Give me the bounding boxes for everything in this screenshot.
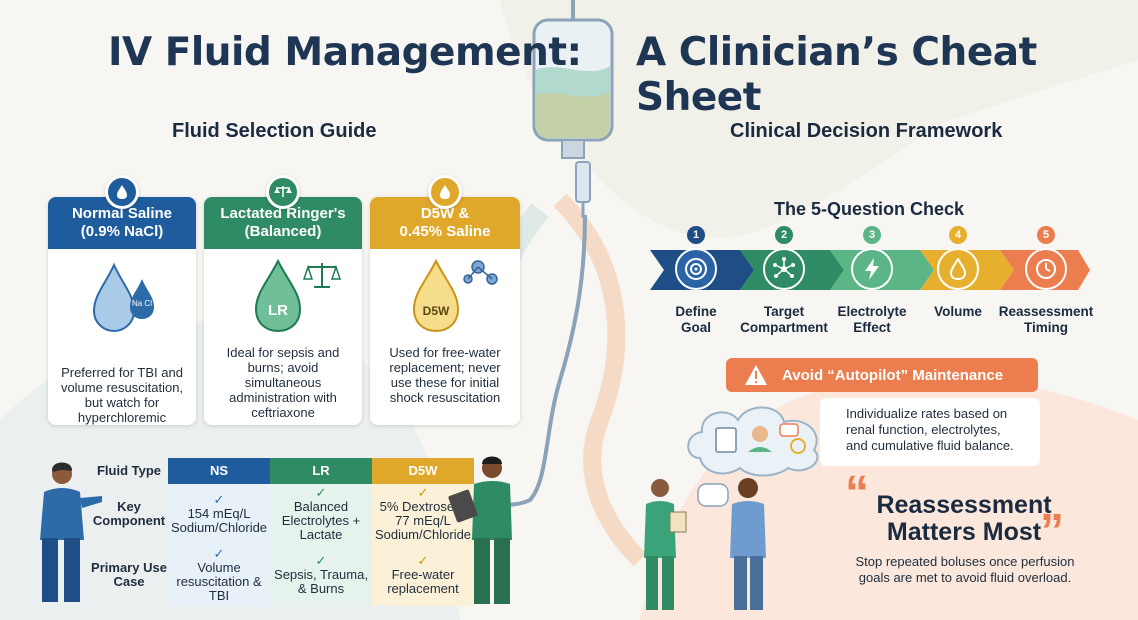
card-description: Ideal for sepsis and burns; avoid simult… [226,345,340,420]
page-title-left: IV Fluid Management: [108,30,582,75]
fluid-guide-heading: Fluid Selection Guide [172,120,377,142]
framework-heading: Clinical Decision Framework [730,120,1003,142]
warning-title: Avoid “Autopilot” Maintenance [782,366,1004,384]
row-label: Primary Use Case [91,560,167,589]
warning-banner: Avoid “Autopilot” Maintenance [726,358,1038,392]
table-cell: ✓Balanced Electrolytes + Lactate [270,484,372,544]
reassess-quote-close: ” [1040,505,1064,558]
step-label: Target Compartment [740,304,828,335]
col-header-lr: LR [270,458,372,484]
table-cell: ✓154 mEq/L Sodium/Chloride [168,484,270,544]
thought-cloud-illustration [687,406,819,477]
check-icon: ✓ [315,553,327,568]
target-icon [675,248,717,290]
card-title: D5W & [420,205,470,222]
step-target-compartment: 2 Target Compartment [740,226,828,336]
fluid-type-table: Fluid Type NS LR D5W Key Component ✓154 … [90,458,474,606]
warning-icon [745,365,767,385]
check-icon: ✓ [417,553,429,568]
step-label: Reassessment Timing [998,304,1094,335]
page-title-right: A Clinician’s Cheat Sheet [636,30,1037,120]
card-d5w: D5W & 0.45% Saline D5W Used for free-wat… [370,175,520,425]
reassess-quote-open: “ [845,467,869,520]
d5w-drop-icon: D5W [412,258,498,333]
iv-bag-illustration [532,0,614,218]
check-title: The 5-Question Check [774,199,965,219]
card-subtitle: (0.9% NaCl) [80,223,164,240]
step-label: Volume [934,304,982,319]
clock-icon [1025,248,1067,290]
table-row: Primary Use Case ✓Volume resuscitation &… [90,544,474,606]
table-header-row: Fluid Type NS LR D5W [90,458,474,484]
col-header-d5w: D5W [372,458,474,484]
step-number: 5 [1037,226,1055,244]
card-description: Preferred for TBI and volume resuscitati… [60,365,184,425]
drop-icon [428,175,462,209]
clinicians-consult-illustration [644,478,766,610]
drop-label: Na Cl [132,299,152,308]
card-lactated-ringers: Lactated Ringer's (Balanced) LR Ideal fo… [204,175,362,425]
molecule-icon [763,248,805,290]
step-number: 2 [775,226,793,244]
table-cell: ✓Volume resuscitation & TBI [168,544,270,606]
card-subtitle: 0.45% Saline [399,223,491,240]
drop-label: D5W [423,304,450,318]
drop-label: LR [268,302,288,319]
step-label: Define Goal [675,304,717,335]
drop-icon [937,248,979,290]
saline-drop-icon: Na Cl [92,262,154,333]
step-number: 1 [687,226,705,244]
step-label: Electrolyte Effect [837,304,907,335]
check-icon: ✓ [417,485,429,500]
check-icon: ✓ [213,546,225,561]
step-reassessment-timing: 5 Reassessment Timing [999,226,1093,336]
clinician-clipboard-illustration [448,456,512,604]
reassess-title: Reassessment Matters Most [876,491,1052,546]
card-normal-saline: Normal Saline (0.9% NaCl) Na Cl Preferre… [48,175,196,425]
check-icon: ✓ [213,492,225,507]
step-number: 3 [863,226,881,244]
lightning-icon [851,248,893,290]
clinician-left-illustration [40,462,102,602]
table-cell: ✓Free-water replacement [372,544,474,606]
card-description: Used for free-water replacement; never u… [389,345,501,405]
table-row: Key Component ✓154 mEq/L Sodium/Chloride… [90,484,474,544]
card-title: Lactated Ringer's [220,205,346,222]
lr-drop-icon: LR [254,258,342,333]
card-title: Normal Saline [71,205,173,222]
row-label: Key Component [92,499,166,528]
table-cell: ✓Sepsis, Trauma, & Burns [270,544,372,606]
col-header-ns: NS [168,458,270,484]
step-electrolyte-effect: 3 Electrolyte Effect [837,226,907,336]
scale-icon [266,175,300,209]
step-volume: 4 Volume [928,226,988,336]
check-icon: ✓ [315,485,327,500]
water-drop-icon [105,175,139,209]
warning-body: Individualize rates based on renal funct… [820,398,1040,466]
reassess-text: Stop repeated boluses once perfusion goa… [855,554,1075,585]
table-corner: Fluid Type [96,463,162,478]
step-define-goal: 1 Define Goal [666,226,726,336]
step-number: 4 [949,226,967,244]
card-subtitle: (Balanced) [244,223,322,240]
